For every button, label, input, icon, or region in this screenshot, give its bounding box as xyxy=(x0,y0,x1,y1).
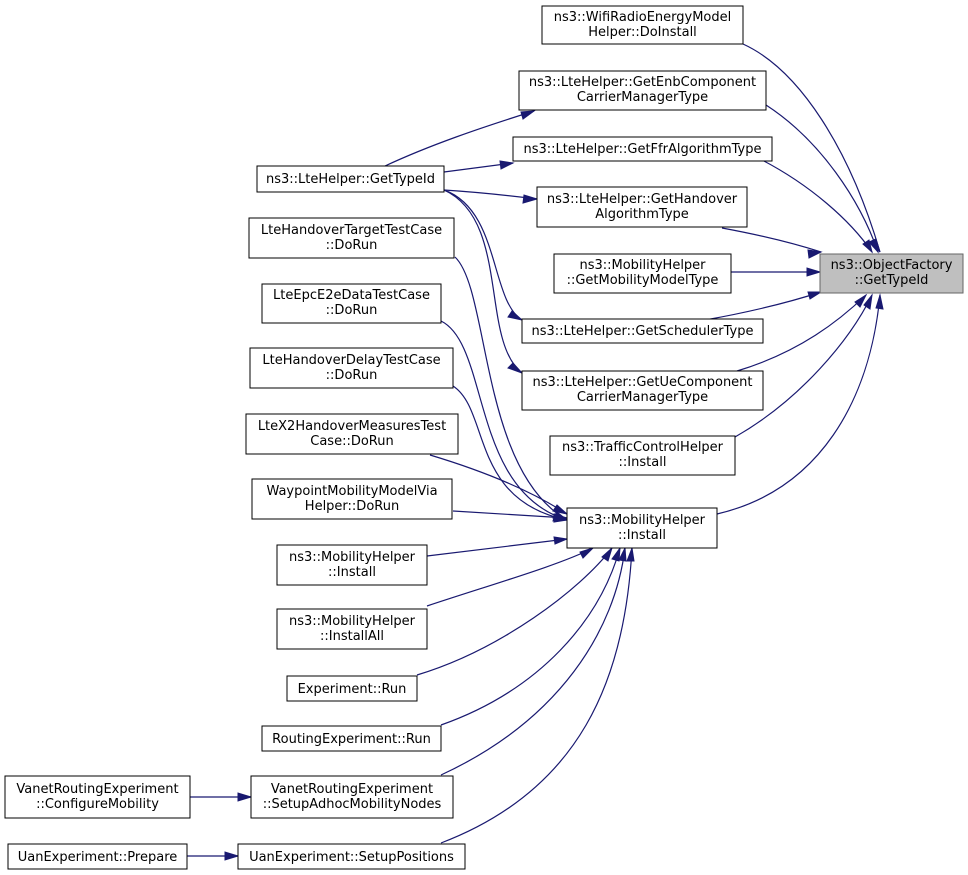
edges-layer xyxy=(187,43,884,861)
node-uan-prepare[interactable]: UanExperiment::Prepare xyxy=(7,843,188,870)
edge-traffic-control-to-object-factory xyxy=(734,293,873,438)
node-lte-gettypeid-line-1: ns3::LteHelper::GetTypeId xyxy=(266,172,435,187)
node-lte-handover[interactable]: ns3::LteHelper::GetHandover AlgorithmTyp… xyxy=(536,186,748,228)
node-lte-enb-cc-line-2: CarrierManagerType xyxy=(577,90,708,105)
edge-lte-handover-to-object-factory xyxy=(721,227,823,259)
node-lte-epc-e2e-line-2: ::DoRun xyxy=(326,303,378,318)
edge-lte-gettypeid-to-lte-ffr xyxy=(443,160,515,173)
node-mob-installall-line-1: ns3::MobilityHelper xyxy=(289,614,416,629)
node-mob-install-2[interactable]: ns3::MobilityHelper ::Install xyxy=(276,544,428,586)
node-object-factory[interactable]: ns3::ObjectFactory ::GetTypeId xyxy=(819,253,964,294)
edge-lte-gettypeid-to-lte-scheduler xyxy=(443,189,524,321)
node-vanet-configure-line-1: VanetRoutingExperiment xyxy=(16,782,178,797)
node-lte-epc-e2e-line-1: LteEpcE2eDataTestCase xyxy=(273,288,430,303)
node-lte-ffr[interactable]: ns3::LteHelper::GetFfrAlgorithmType xyxy=(512,136,773,162)
node-lte-epc-e2e[interactable]: LteEpcE2eDataTestCase ::DoRun xyxy=(261,283,442,324)
node-lte-handover-line-2: AlgorithmType xyxy=(595,207,689,222)
node-routing-run[interactable]: RoutingExperiment::Run xyxy=(261,725,442,752)
node-waypoint[interactable]: WaypointMobilityModelVia Helper::DoRun xyxy=(251,478,453,520)
node-lte-handover-line-1: ns3::LteHelper::GetHandover xyxy=(547,192,738,207)
edge-vanet-configure-to-vanet-setup xyxy=(190,792,253,802)
node-lte-ho-target-line-1: LteHandoverTargetTestCase xyxy=(261,223,442,238)
node-lte-gettypeid[interactable]: ns3::LteHelper::GetTypeId xyxy=(256,165,445,193)
node-vanet-configure[interactable]: VanetRoutingExperiment ::ConfigureMobili… xyxy=(4,775,191,819)
node-mob-model-type-line-2: ::GetMobilityModelType xyxy=(567,273,719,288)
edge-mob-installall-to-mobility-install xyxy=(426,547,594,607)
node-vanet-setup[interactable]: VanetRoutingExperiment ::SetupAdhocMobil… xyxy=(250,775,454,819)
node-traffic-control-line-2: ::Install xyxy=(619,455,667,470)
node-object-factory-line-2: ::GetTypeId xyxy=(855,273,929,288)
node-ltex2-line-1: LteX2HandoverMeasuresTest xyxy=(258,419,446,434)
node-vanet-configure-line-2: ::ConfigureMobility xyxy=(36,797,159,812)
edge-mob-install-2-to-mobility-install xyxy=(426,536,569,557)
node-lte-scheduler[interactable]: ns3::LteHelper::GetSchedulerType xyxy=(521,318,764,344)
node-uan-setup-line-1: UanExperiment::SetupPositions xyxy=(249,850,454,865)
edge-lte-ffr-to-object-factory xyxy=(761,159,873,254)
node-lte-enb-cc[interactable]: ns3::LteHelper::GetEnbComponent CarrierM… xyxy=(518,70,767,111)
node-mob-install-2-line-1: ns3::MobilityHelper xyxy=(289,550,416,565)
node-lte-scheduler-line-1: ns3::LteHelper::GetSchedulerType xyxy=(531,324,753,339)
node-lte-ho-delay[interactable]: LteHandoverDelayTestCase ::DoRun xyxy=(249,347,454,389)
node-object-factory-line-1: ns3::ObjectFactory xyxy=(831,258,953,273)
node-vanet-setup-line-1: VanetRoutingExperiment xyxy=(271,782,433,797)
edge-lte-gettypeid-to-lte-ue-cc xyxy=(443,189,523,374)
edge-routing-run-to-mobility-install xyxy=(440,546,621,726)
node-lte-ue-cc-line-1: ns3::LteHelper::GetUeComponent xyxy=(532,375,752,390)
node-lte-ffr-line-1: ns3::LteHelper::GetFfrAlgorithmType xyxy=(524,142,762,157)
node-mobility-install-line-1: ns3::MobilityHelper xyxy=(579,513,706,528)
edge-waypoint-to-mobility-install xyxy=(452,510,569,523)
node-lte-ho-delay-line-2: ::DoRun xyxy=(326,368,378,383)
edge-uan-prepare-to-uan-setup xyxy=(187,851,240,861)
node-mob-model-type-line-1: ns3::MobilityHelper xyxy=(579,258,706,273)
node-waypoint-line-2: Helper::DoRun xyxy=(305,499,399,514)
node-experiment-run[interactable]: Experiment::Run xyxy=(286,675,418,702)
edge-mobility-install-to-object-factory xyxy=(716,293,884,515)
node-mob-installall[interactable]: ns3::MobilityHelper ::InstallAll xyxy=(276,608,428,650)
node-mob-installall-line-2: ::InstallAll xyxy=(320,629,384,644)
node-lte-ho-target-line-2: ::DoRun xyxy=(326,238,378,253)
node-traffic-control[interactable]: ns3::TrafficControlHelper ::Install xyxy=(549,435,736,476)
edge-vanet-setup-to-mobility-install xyxy=(440,546,627,776)
edge-uan-setup-to-mobility-install xyxy=(440,546,635,844)
node-mobility-install[interactable]: ns3::MobilityHelper ::Install xyxy=(566,507,718,549)
node-mob-install-2-line-2: ::Install xyxy=(328,565,376,580)
node-mob-model-type[interactable]: ns3::MobilityHelper ::GetMobilityModelTy… xyxy=(553,253,732,294)
node-wifi-energy-line-1: ns3::WifiRadioEnergyModel xyxy=(554,10,732,25)
node-traffic-control-line-1: ns3::TrafficControlHelper xyxy=(562,440,724,455)
nodes-layer: ns3::ObjectFactory ::GetTypeId ns3::Wifi… xyxy=(4,5,964,870)
edge-experiment-run-to-mobility-install xyxy=(416,546,614,676)
node-wifi-energy[interactable]: ns3::WifiRadioEnergyModel Helper::DoInst… xyxy=(541,5,744,45)
edge-lte-epc-e2e-to-mobility-install xyxy=(440,320,569,522)
node-experiment-run-line-1: Experiment::Run xyxy=(298,682,407,697)
node-routing-run-line-1: RoutingExperiment::Run xyxy=(272,732,431,747)
edge-lte-enb-cc-to-object-factory xyxy=(765,104,879,254)
edge-lte-scheduler-to-object-factory xyxy=(704,291,823,321)
node-ltex2[interactable]: LteX2HandoverMeasuresTest Case::DoRun xyxy=(245,413,459,455)
node-lte-ue-cc[interactable]: ns3::LteHelper::GetUeComponent CarrierMa… xyxy=(521,370,764,411)
node-lte-ho-target[interactable]: LteHandoverTargetTestCase ::DoRun xyxy=(248,217,455,259)
node-wifi-energy-line-2: Helper::DoInstall xyxy=(588,25,697,40)
node-lte-enb-cc-line-1: ns3::LteHelper::GetEnbComponent xyxy=(529,75,756,90)
node-lte-ho-delay-line-1: LteHandoverDelayTestCase xyxy=(262,353,440,368)
edge-lte-gettypeid-to-lte-enb-cc xyxy=(384,110,536,167)
node-mobility-install-line-2: ::Install xyxy=(618,528,666,543)
node-uan-setup[interactable]: UanExperiment::SetupPositions xyxy=(237,843,466,870)
node-waypoint-line-1: WaypointMobilityModelVia xyxy=(266,484,437,499)
edge-mob-model-type-to-object-factory xyxy=(731,267,822,277)
node-lte-ue-cc-line-2: CarrierManagerType xyxy=(577,390,708,405)
node-ltex2-line-2: Case::DoRun xyxy=(310,434,393,449)
edge-lte-gettypeid-to-lte-handover xyxy=(443,189,539,204)
edge-lte-ue-cc-to-object-factory xyxy=(736,293,868,372)
node-vanet-setup-line-2: ::SetupAdhocMobilityNodes xyxy=(263,797,442,812)
node-uan-prepare-line-1: UanExperiment::Prepare xyxy=(18,850,178,865)
edge-ltex2-to-mobility-install xyxy=(429,454,569,515)
